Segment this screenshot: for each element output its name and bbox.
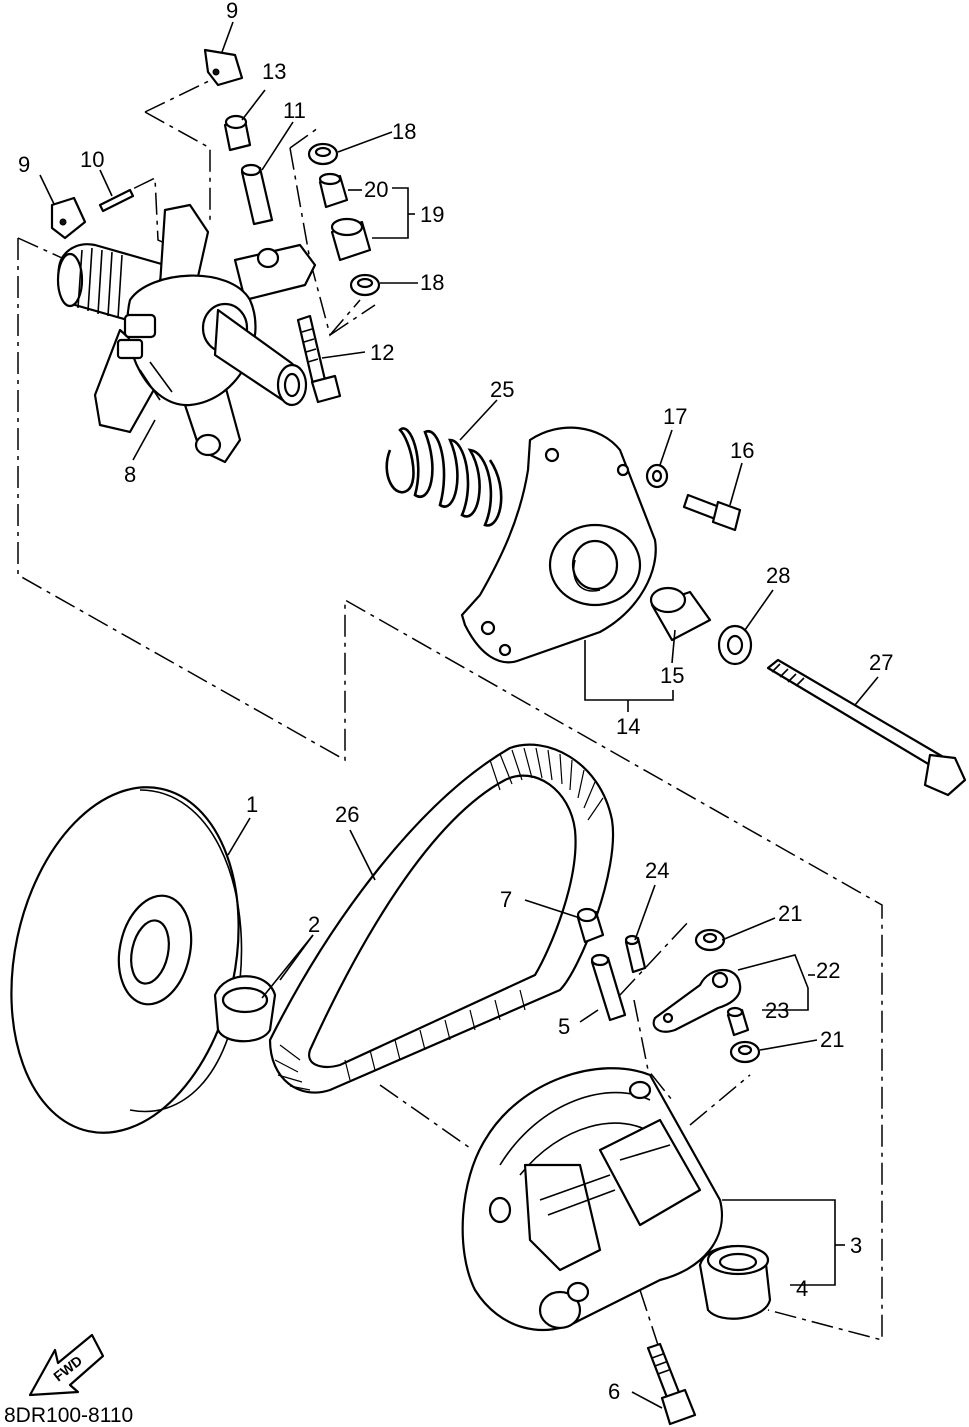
callout-26: 26 [335, 802, 359, 827]
sheave-1 [10, 786, 243, 1134]
callout-13: 13 [262, 59, 286, 84]
callout-23: 23 [765, 998, 789, 1023]
pin-24 [624, 934, 647, 974]
callout-12: 12 [370, 340, 394, 365]
collar-2 [213, 975, 277, 1043]
callout-1: 1 [246, 792, 258, 817]
callout-labels: 9 13 11 18 10 9 20 19 18 12 25 17 16 8 2… [4, 0, 893, 1427]
pin-23 [726, 1006, 750, 1037]
pin-11 [240, 163, 274, 226]
fwd-arrow-icon: FWD [28, 1333, 105, 1397]
leader-lines [39, 21, 879, 1409]
washer-18-upper [307, 142, 339, 166]
callout-15: 15 [660, 663, 684, 688]
bushing-20 [318, 172, 349, 209]
callout-5: 5 [558, 1014, 570, 1039]
cap-13 [223, 114, 252, 152]
callout-21-lower: 21 [820, 1027, 844, 1052]
callout-25: 25 [490, 377, 514, 402]
callout-24: 24 [645, 858, 669, 883]
pin-5 [590, 953, 627, 1022]
washer-18-lower [349, 273, 381, 297]
assembly-lines [17, 77, 883, 1346]
callout-27: 27 [869, 650, 893, 675]
cover-14 [460, 426, 657, 664]
callout-10: 10 [80, 147, 104, 172]
callout-17: 17 [663, 404, 687, 429]
callout-18-lower: 18 [420, 270, 444, 295]
bolt-6 [646, 1342, 697, 1426]
callout-9-top: 9 [226, 0, 238, 23]
arm-22 [652, 969, 742, 1033]
callout-21-upper: 21 [778, 901, 802, 926]
callout-2: 2 [308, 912, 320, 937]
callout-7: 7 [500, 887, 512, 912]
bushing-4 [698, 1244, 772, 1320]
callout-28: 28 [766, 563, 790, 588]
slider-9-top [203, 48, 244, 87]
callout-14: 14 [616, 714, 640, 739]
callout-11: 11 [283, 98, 306, 123]
callout-19: 19 [420, 202, 444, 227]
callout-16: 16 [730, 438, 754, 463]
callout-20: 20 [364, 177, 388, 202]
callout-4: 4 [796, 1276, 808, 1301]
movable-sheave-3 [461, 1067, 723, 1332]
nut-7 [576, 907, 605, 944]
callout-18-upper: 18 [392, 119, 416, 144]
washer-21-upper [694, 928, 726, 952]
belt-26 [268, 743, 615, 1094]
part-code: 8DR100-8110 [4, 1404, 133, 1427]
spring-25 [385, 427, 503, 527]
washer-17 [645, 463, 669, 489]
spider-shaft-assembly [56, 203, 317, 464]
roller-19 [330, 217, 372, 262]
bolt-27 [766, 658, 967, 797]
pin-10 [98, 188, 135, 213]
washer-28 [717, 624, 753, 666]
callout-22: 22 [816, 958, 840, 983]
callout-8: 8 [124, 462, 136, 487]
washer-21-lower [729, 1040, 761, 1064]
bushing-15 [649, 586, 712, 642]
bolt-16 [682, 493, 742, 532]
slider-9-left [50, 196, 87, 240]
callout-6: 6 [608, 1379, 620, 1404]
callout-9-left: 9 [18, 152, 30, 177]
bolt-12 [296, 314, 342, 404]
callout-3: 3 [850, 1233, 862, 1258]
